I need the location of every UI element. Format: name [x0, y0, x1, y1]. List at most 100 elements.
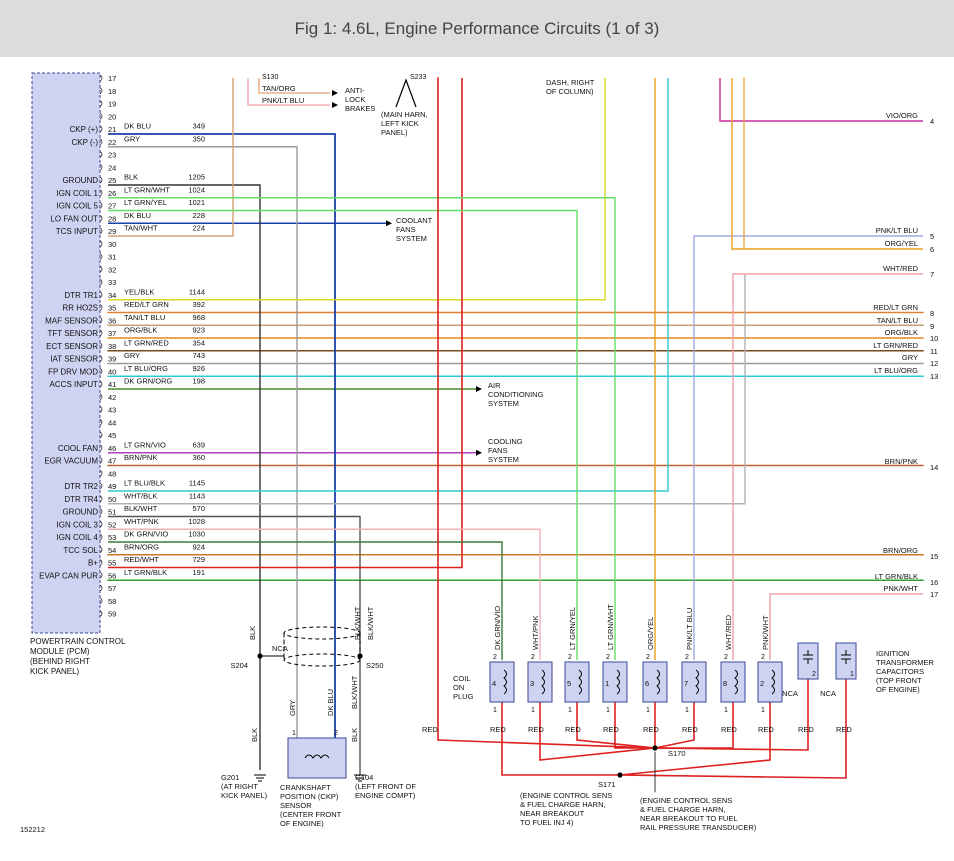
connector-ref-number: 10 [930, 334, 938, 343]
ground-icon [254, 774, 266, 782]
pin-connector [99, 406, 103, 413]
pin-function-label: EVAP CAN PUR [39, 571, 98, 580]
coil-wire-label: WHT/PNK [531, 615, 540, 650]
pin-function-label: IGN COIL 3 [57, 520, 99, 529]
circuit-number: 1144 [189, 287, 205, 296]
splice-label: S233 [410, 74, 426, 81]
red-label: RED [490, 725, 506, 734]
coil-wire-label: LT GRN/WHT [606, 604, 615, 650]
pin-function-label: B+ [88, 559, 98, 568]
pin-function-label: LO FAN OUT [50, 214, 98, 223]
wire-pnk-wht [769, 593, 923, 660]
coil-on-plug [757, 661, 783, 703]
wire-red-harness [437, 730, 656, 749]
pin-number: 42 [108, 393, 116, 402]
wire-dtr-tr4 [108, 274, 746, 505]
figure-title: Fig 1: 4.6L, Engine Performance Circuits… [294, 19, 660, 38]
dash-label: OF COLUMN) [546, 87, 594, 96]
pin-function-label: GROUND [62, 508, 98, 517]
capacitors-label: OF ENGINE) [876, 685, 920, 694]
pin-connector [99, 342, 103, 350]
dash-label: DASH, RIGHT [546, 78, 595, 87]
title-bar [0, 0, 954, 57]
terminal-number: 2 [761, 654, 765, 661]
wire-red-harness [654, 725, 809, 751]
pin-function-label: CKP (-) [71, 138, 98, 147]
pin-connector [99, 74, 103, 82]
coil-on-plug [720, 661, 746, 703]
terminal-number: 1 [685, 707, 689, 714]
pin-connector [99, 278, 103, 286]
ground-g104-label: ENGINE COMPT) [355, 791, 416, 800]
wire-ign-coil-4 [108, 541, 503, 660]
pin-function-label: EGR VACUUM [44, 457, 98, 466]
wire-color-label: WHT/BLK [124, 491, 157, 500]
wire-color-label: BLK/WHT [124, 504, 158, 513]
pin-function-label: DTR TR2 [64, 482, 98, 491]
circuit-number: 1028 [188, 517, 205, 526]
pin-function-label: IGN COIL 1 [57, 189, 99, 198]
circuit-number: 224 [192, 224, 205, 233]
pnk-lt-blu-label: PNK/LT BLU [262, 96, 304, 105]
coil-winding-icon [616, 669, 620, 695]
circuit-number: 1021 [188, 198, 205, 207]
pin-connector [99, 355, 103, 362]
splice-s170-dot [652, 745, 658, 751]
capacitors-label: (TOP FRONT [876, 676, 922, 685]
pcm-label: MODULE (PCM) [30, 647, 90, 656]
circuit-number: 1024 [188, 185, 205, 194]
coolant-fans-callout: COOLANT [396, 216, 433, 225]
pin-number: 39 [108, 355, 116, 364]
pin-connector [99, 163, 103, 171]
pin-number: 33 [108, 278, 116, 287]
cooling-fans-callout: SYSTEM [488, 455, 519, 464]
terminal-number: 1 [531, 707, 535, 714]
pin-connector [99, 125, 103, 133]
red-label: RED [565, 725, 581, 734]
s170-location-label: (ENGINE CONTROL SENS [640, 796, 732, 805]
coil-winding-icon [656, 669, 660, 695]
pin-number: 26 [108, 189, 116, 198]
arrow-icon [386, 220, 392, 227]
wire-color-label: RED/WHT [124, 555, 159, 564]
wire-wht-red [732, 273, 923, 660]
connector-ref-number: 9 [930, 322, 934, 331]
wire-label-vertical: BLK/WHT [353, 606, 362, 640]
terminal-number: 1 [724, 707, 728, 714]
splice-s171-dot [617, 772, 623, 778]
wire-ckp-plus [108, 133, 336, 738]
terminal-number: 2 [493, 654, 497, 661]
wire-label-vertical: DK BLU [326, 689, 335, 716]
ground-g201-label: KICK PANEL) [221, 791, 268, 800]
pin-number: 51 [108, 508, 116, 517]
coil-on-plug-label: COIL [453, 674, 471, 683]
wire-color-label: DK BLU [124, 211, 151, 220]
connector-ref-number: 17 [930, 590, 938, 599]
wire-color-label: GRY [124, 134, 140, 143]
pin-number: 25 [108, 176, 116, 185]
connector-ref-number: 7 [930, 270, 934, 279]
circuit-number: 392 [192, 300, 205, 309]
ckp-sensor-label: POSITION (CKP) [280, 792, 339, 801]
wire-red-harness [614, 718, 655, 749]
coil-winding-icon [503, 669, 507, 695]
ckp-sensor-label: OF ENGINE) [280, 819, 324, 828]
wire-dtr-tr1 [108, 78, 606, 301]
pin-connector [99, 100, 103, 107]
coil-wire-label: ORG/YEL [646, 617, 655, 650]
circuit-number: 968 [192, 313, 205, 322]
wire-color-label: LT GRN/RED [124, 338, 169, 347]
splice-s250-dot [357, 653, 363, 659]
ckp-sensor-label: SENSOR [280, 801, 312, 810]
antilock-brakes-callout: BRAKES [345, 104, 375, 113]
pin-function-label: GROUND [62, 176, 98, 185]
pin-connector [99, 202, 103, 209]
coil-on-plug [527, 661, 553, 703]
figure-id: 152212 [20, 825, 45, 834]
right-wire-label: LT GRN/BLK [875, 572, 918, 581]
s170-location-label: RAIL PRESSURE TRANSDUCER) [640, 823, 757, 832]
pin-number: 57 [108, 584, 116, 593]
antilock-brakes-callout: ANTI- [345, 86, 365, 95]
pin-number: 49 [108, 482, 116, 491]
pin-number: 20 [108, 112, 116, 121]
